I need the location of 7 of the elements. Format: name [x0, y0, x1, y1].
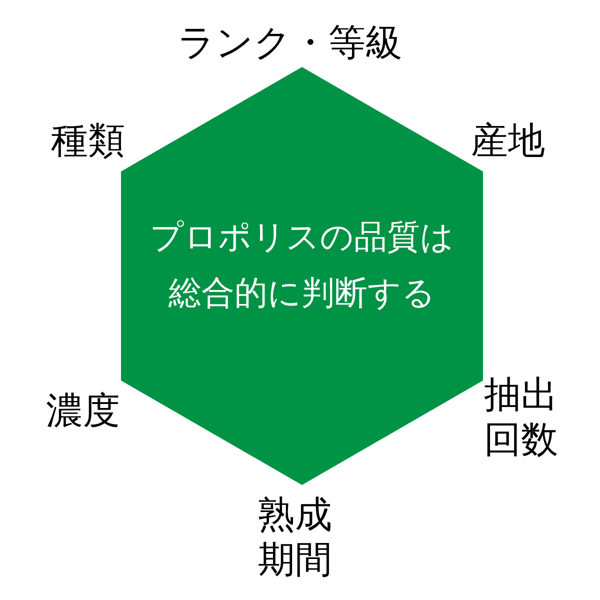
- center-label: プロポリスの品質は総合的に判断する: [149, 216, 455, 314]
- vertex-label: ランク・等級: [176, 20, 404, 65]
- vertex-label: 熟成期間: [257, 492, 333, 582]
- vertex-label: 抽出回数: [483, 372, 559, 462]
- vertex-label: 種類: [50, 118, 126, 163]
- vertex-label: 濃度: [45, 388, 121, 433]
- vertex-label: 産地: [470, 118, 546, 163]
